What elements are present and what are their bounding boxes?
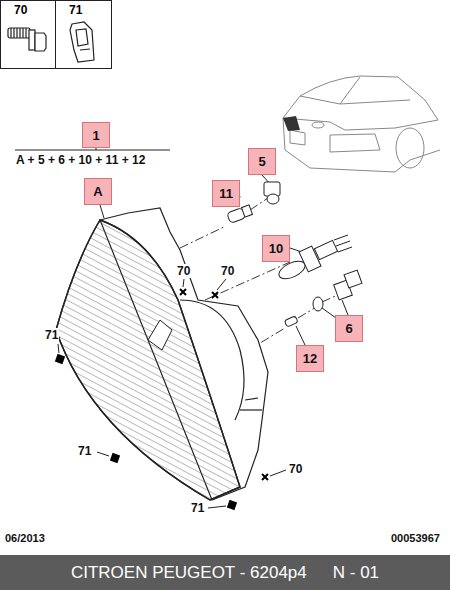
callout-number: 10 (262, 235, 290, 262)
part-cell: 71 (55, 0, 112, 69)
part-number: A (93, 184, 102, 199)
callout-number: 70 (220, 264, 235, 278)
callout-number: 11 (212, 180, 240, 207)
part-number: 11 (219, 186, 233, 201)
part-number: 12 (303, 351, 317, 366)
callout-number: 5 (248, 148, 276, 175)
footer-text: CITROEN PEUGEOT - 6204p4 (71, 563, 307, 583)
callout-number: 70 (176, 264, 191, 278)
callout-number: 1 (82, 122, 110, 148)
date-code: 06/2013 (4, 531, 46, 545)
part-number: 6 (345, 321, 352, 336)
part-number: 70 (14, 3, 56, 17)
assembly-formula: A + 5 + 6 + 10 + 11 + 12 (15, 153, 146, 167)
callout-number: A (84, 178, 112, 205)
part-number: 5 (258, 154, 265, 169)
callout-number: 12 (296, 345, 324, 372)
reference-code: 00053967 (390, 531, 441, 545)
callout-number: 70 (288, 462, 303, 476)
callout-number: 71 (44, 328, 59, 342)
part-cell: 70 (0, 0, 56, 69)
part-number: 1 (92, 128, 99, 143)
footer-band: CITROEN PEUGEOT - 6204p4 N - 01 (0, 555, 450, 590)
part-number: 10 (269, 241, 283, 256)
part-number: 71 (69, 3, 112, 17)
footer-text: N - 01 (333, 563, 379, 583)
callout-number: 71 (77, 444, 92, 458)
callout-number: 6 (335, 315, 363, 342)
callout-number: 71 (190, 501, 205, 515)
